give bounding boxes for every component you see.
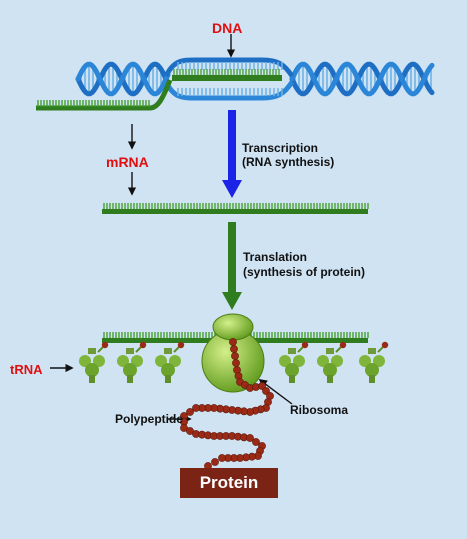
translation-sublabel: (synthesis of protein) — [243, 265, 366, 279]
mrna-strand-icon — [102, 203, 369, 214]
ribosoma-label: Ribosoma — [290, 403, 349, 417]
trna-molecule-icon — [155, 341, 185, 383]
translation-arrow-shaft — [228, 222, 236, 294]
translation-arrow-head — [222, 292, 242, 310]
translation-label: Translation — [243, 250, 308, 264]
trna-label: tRNA — [10, 362, 43, 377]
transcription-sublabel: (RNA synthesis) — [242, 155, 335, 169]
protein-label: Protein — [199, 473, 259, 492]
polypeptide-label: Polypeptide — [115, 412, 184, 426]
trna-molecule-icon — [79, 341, 109, 383]
protein-box — [180, 468, 278, 498]
trna-molecule-icon — [359, 341, 389, 383]
dna-label: DNA — [212, 20, 243, 36]
transcription-arrow-shaft — [228, 110, 236, 182]
trna-molecule-icon — [317, 341, 347, 383]
trna-molecule-icon — [117, 341, 147, 383]
trna-molecule-icon — [279, 341, 309, 383]
nascent-rna-strand — [36, 79, 173, 111]
dna-double-helix-icon — [75, 57, 435, 101]
amino-acid-chain-icon — [180, 338, 274, 470]
transcription-arrow-head — [222, 180, 242, 198]
transcription-label: Transcription — [242, 141, 319, 155]
mrna-label: mRNA — [106, 154, 149, 170]
